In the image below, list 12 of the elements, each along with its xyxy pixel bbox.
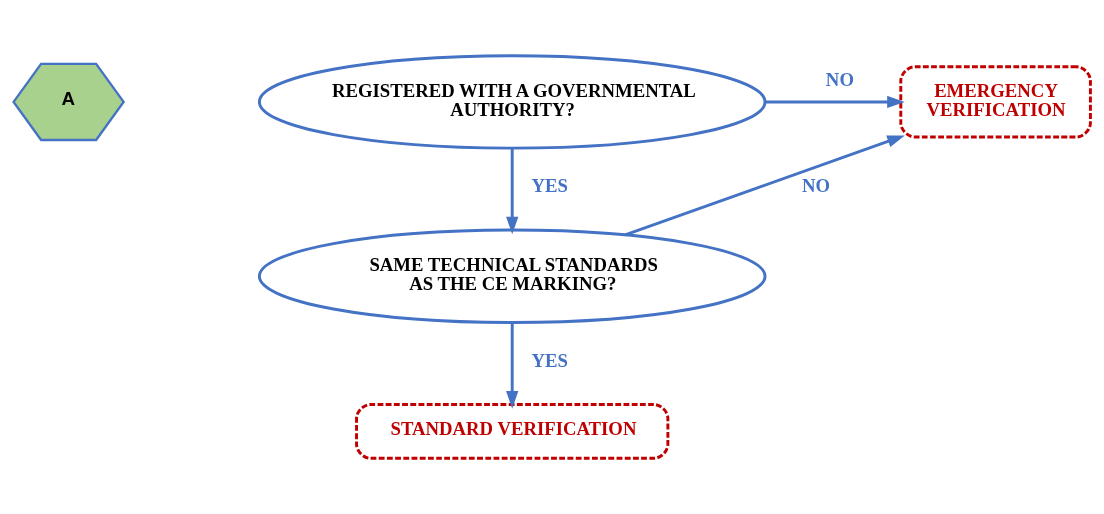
arrow (506, 322, 519, 409)
arrow (765, 95, 905, 109)
edge-label: NO (801, 175, 830, 197)
node-ellipse: REGISTERED WITH A GOVERNMENTAL AUTHORITY? (257, 54, 767, 150)
node-box: EMERGENCY VERIFICATION (899, 65, 1092, 139)
edge-label: NO (825, 69, 854, 91)
edge-label: YES (531, 175, 568, 197)
arrow (506, 148, 519, 235)
node-ellipse: SAME TECHNICAL STANDARDS AS THE CE MARKING? (257, 228, 767, 324)
node-box: STANDARD VERIFICATION (355, 403, 670, 460)
edge-label: YES (531, 349, 568, 371)
arrow (624, 135, 905, 237)
